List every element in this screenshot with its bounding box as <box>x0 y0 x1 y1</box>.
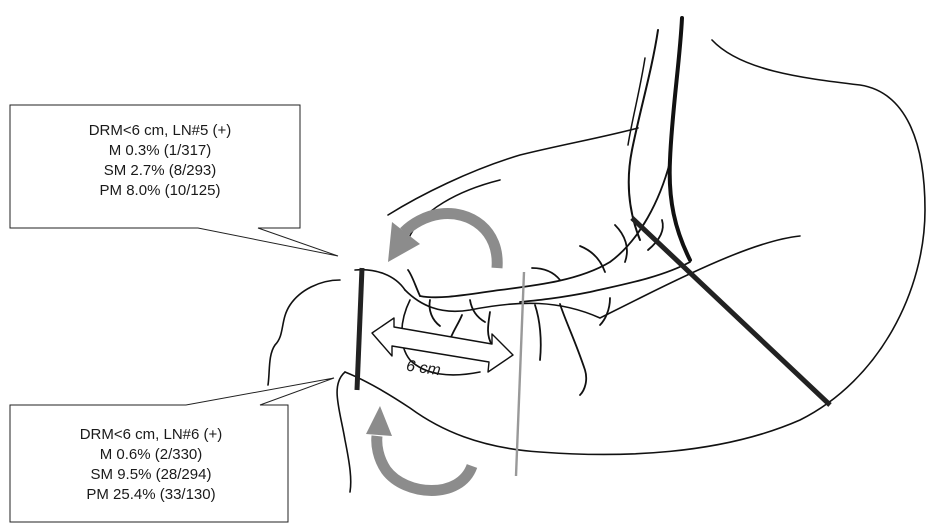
distal-resection-line <box>357 268 362 390</box>
callout-top-line-pm: PM 8.0% (10/125) <box>40 181 280 201</box>
curved-arrow-bottom <box>366 406 472 491</box>
proximal-resection-line <box>632 218 830 405</box>
callout-bottom-text: DRM<6 cm, LN#6 (+) M 0.6% (2/330) SM 9.5… <box>36 425 266 505</box>
callout-bottom-line-pm: PM 25.4% (33/130) <box>36 485 266 505</box>
vessels <box>408 162 690 395</box>
curved-arrow-top <box>388 213 497 268</box>
callout-top-line-sm: SM 2.7% (8/293) <box>40 161 280 181</box>
callout-bottom-title: DRM<6 cm, LN#6 (+) <box>36 425 266 445</box>
callout-top-text: DRM<6 cm, LN#5 (+) M 0.3% (1/317) SM 2.7… <box>40 121 280 201</box>
callout-bottom-line-sm: SM 9.5% (28/294) <box>36 465 266 485</box>
callout-top-line-m: M 0.3% (1/317) <box>40 141 280 161</box>
distance-arrow <box>372 318 513 372</box>
stomach-outline <box>268 40 925 492</box>
callout-bottom-line-m: M 0.6% (2/330) <box>36 445 266 465</box>
callout-top-title: DRM<6 cm, LN#5 (+) <box>40 121 280 141</box>
